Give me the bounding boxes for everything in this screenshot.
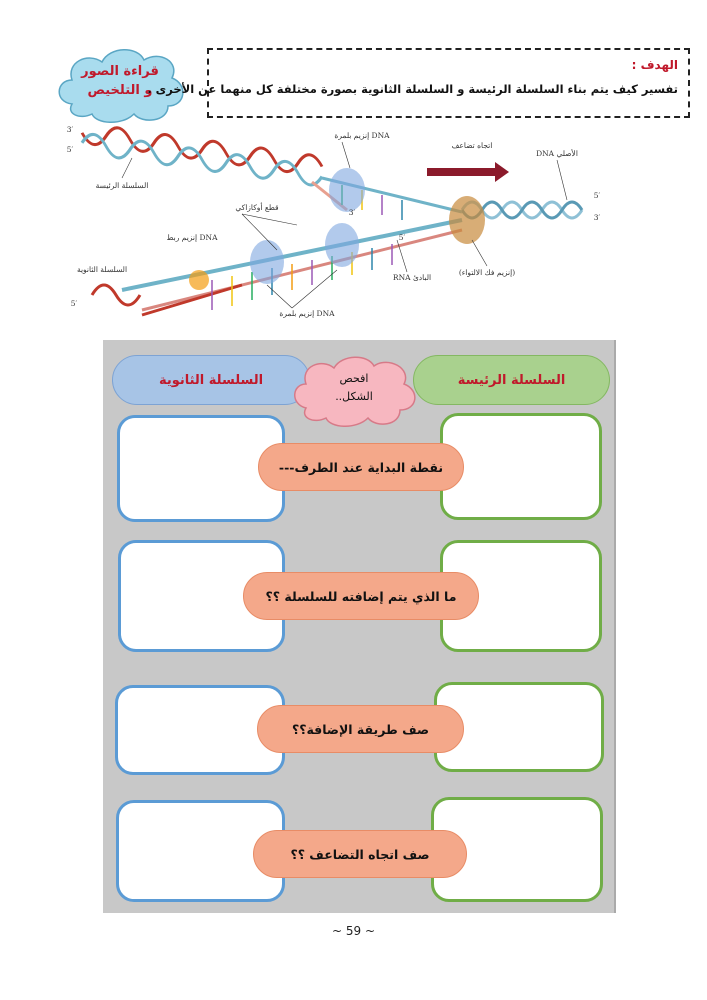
label-3-mid: 3′ bbox=[349, 208, 356, 217]
badge-text: قراءة الصور و التلخيص bbox=[52, 62, 188, 100]
label-polymerase-top: إنزيم بلمرة DNA bbox=[334, 131, 390, 140]
lagging-strand bbox=[90, 218, 463, 317]
label-leading-strand: السلسلة الرئيسة bbox=[96, 181, 149, 190]
goal-box: الهدف : تفسير كيف يتم بناء السلسلة الرئي… bbox=[147, 48, 690, 118]
polymerase-bottom-icon-1 bbox=[325, 223, 359, 267]
helicase-icon bbox=[449, 196, 485, 244]
ligase-icon bbox=[189, 270, 209, 290]
goal-label: الهدف : bbox=[631, 58, 678, 72]
dna-replication-figure: 3′ 5′ السلسلة الرئيسة إنزيم بلمرة DNA ات… bbox=[67, 125, 601, 318]
label-helicase: (إنزيم فك الالتواء) bbox=[459, 268, 515, 277]
question-3: صف طريقة الإضافة؟؟ bbox=[257, 705, 464, 753]
page-number: ~ 59 ~ bbox=[331, 924, 375, 938]
label-primer: RNA البادئ bbox=[393, 273, 431, 282]
label-lagging-strand: السلسلة الثانوية bbox=[77, 265, 127, 274]
label-5-bottom: 5′ bbox=[71, 299, 78, 308]
hint-text: افحص الشكل.. bbox=[288, 370, 420, 406]
question-1: نقطة البداية عند الطرف--- bbox=[258, 443, 464, 491]
question-2: ما الذي يتم إضافته للسلسلة ؟؟ bbox=[243, 572, 479, 620]
label-okazaki: قطع أوكازاكي bbox=[235, 201, 279, 212]
polymerase-top-icon bbox=[329, 168, 365, 212]
label-direction: اتجاه تضاعف bbox=[452, 141, 493, 150]
label-3-top: 3′ bbox=[67, 125, 74, 134]
badge-line-1: قراءة الصور bbox=[81, 64, 159, 79]
answer-box-main-1[interactable] bbox=[440, 413, 602, 520]
hint-cloud-icon bbox=[294, 356, 416, 427]
polymerase-bottom-icon-2 bbox=[250, 240, 284, 284]
label-polymerase-bottom: إنزيم بلمرة DNA bbox=[279, 309, 335, 318]
column-header-secondary: السلسلة الثانوية bbox=[112, 355, 310, 405]
parental-helix-top bbox=[80, 126, 324, 187]
goal-text: تفسير كيف يتم بناء السلسلة الرئيسة و الس… bbox=[147, 82, 678, 96]
column-header-main: السلسلة الرئيسة bbox=[413, 355, 610, 405]
hint-line-2: الشكل.. bbox=[335, 390, 373, 403]
cloud-badge-icon bbox=[58, 49, 184, 123]
label-5-top: 5′ bbox=[67, 145, 74, 154]
direction-arrow-icon bbox=[427, 162, 509, 182]
hint-line-1: افحص bbox=[339, 372, 369, 385]
answer-box-secondary-1[interactable] bbox=[117, 415, 285, 522]
label-original-dna: DNA الأصلي bbox=[536, 148, 578, 158]
badge-line-2: و التلخيص bbox=[87, 83, 153, 98]
question-4: صف اتجاه التضاعف ؟؟ bbox=[253, 830, 467, 878]
label-ligase: إنزيم ربط DNA bbox=[167, 233, 219, 242]
pointer-lines bbox=[121, 141, 568, 309]
answer-box-secondary-3[interactable] bbox=[115, 685, 285, 775]
label-5-right: 5′ bbox=[594, 191, 601, 200]
label-3-right: 3′ bbox=[594, 213, 601, 222]
figure-labels: 3′ 5′ السلسلة الرئيسة إنزيم بلمرة DNA ات… bbox=[67, 125, 601, 318]
label-5-mid: 5′ bbox=[399, 233, 406, 242]
